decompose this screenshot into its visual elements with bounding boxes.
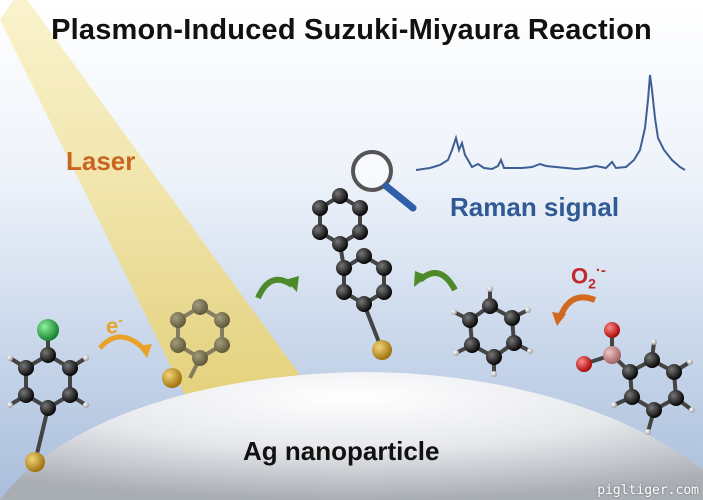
ag-nanoparticle <box>0 372 703 500</box>
phenyl-molecule <box>451 286 533 377</box>
electron-label: e- <box>106 312 123 339</box>
biphenyl-thiol-product <box>312 188 392 360</box>
laser-label: Laser <box>66 146 136 176</box>
chlorothiophenol-molecule <box>7 319 89 472</box>
electron-transfer-arrow <box>98 334 152 358</box>
transmetalation-arrow <box>552 294 597 326</box>
magnifier-icon <box>351 150 417 212</box>
laser-beam <box>0 0 300 395</box>
superoxide-symbol: O <box>571 263 589 289</box>
superoxide-subscript: 2 <box>588 275 596 292</box>
superoxide-superscript: ·- <box>595 262 606 279</box>
electron-charge: - <box>118 312 123 328</box>
raman-spectrum-trace <box>415 74 686 171</box>
diagram-title: Plasmon-Induced Suzuki-Miyaura Reaction <box>51 14 652 46</box>
nanoparticle-label: Ag nanoparticle <box>243 436 440 466</box>
thiophenyl-intermediate <box>170 299 230 379</box>
raman-signal-label: Raman signal <box>450 192 620 222</box>
phenylboronic-acid-molecule <box>576 322 695 435</box>
electron-symbol: e <box>106 313 119 339</box>
watermark: pigltiger.com <box>597 483 699 498</box>
sulfur-atom-intermediate <box>162 368 182 388</box>
reaction-arrow-left <box>255 276 299 300</box>
superoxide-label: O2·- <box>571 262 606 292</box>
reaction-arrow-right <box>414 269 458 292</box>
